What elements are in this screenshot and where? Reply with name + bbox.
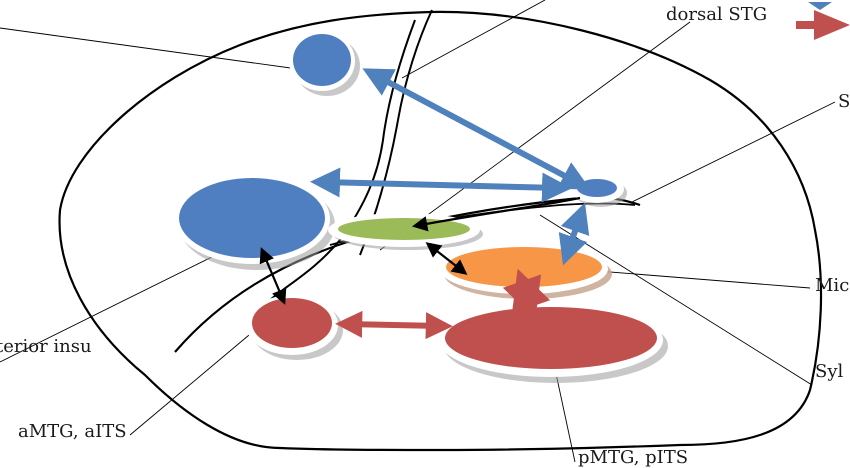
label-amtg-aits: aMTG, aITS xyxy=(18,421,127,442)
brain-outline xyxy=(58,10,823,452)
blue-arrow-left-to-right xyxy=(310,167,572,203)
region-left-red xyxy=(246,295,343,360)
label-anterior-insula: terior insu xyxy=(0,336,92,357)
region-left-blue xyxy=(174,174,335,270)
blue-arrow-right-to-orange xyxy=(558,202,590,266)
black-arrow-left-blue-to-left-red xyxy=(259,247,287,305)
region-right-small-blue xyxy=(570,175,627,207)
region-top-blue xyxy=(289,31,360,96)
black-arrow-green-to-orange xyxy=(425,242,468,275)
legend-red-arrow xyxy=(796,10,850,40)
label-pmtg-pits: pMTG, pITS xyxy=(578,447,688,468)
red-arrow-orange-to-right-red xyxy=(502,268,551,320)
blue-arrow-top-to-right xyxy=(362,68,591,190)
label-right-2: Mic xyxy=(815,275,849,296)
region-right-red xyxy=(439,303,668,383)
black-arrow-right-blue-to-green xyxy=(411,196,581,232)
label-right-1: S xyxy=(838,91,850,112)
label-dorsal-stg: dorsal STG xyxy=(666,4,767,25)
red-arrow-left-red-to-right-red xyxy=(335,310,453,340)
label-right-3: Syl xyxy=(815,361,844,382)
legend-blue-arrow xyxy=(808,2,832,10)
